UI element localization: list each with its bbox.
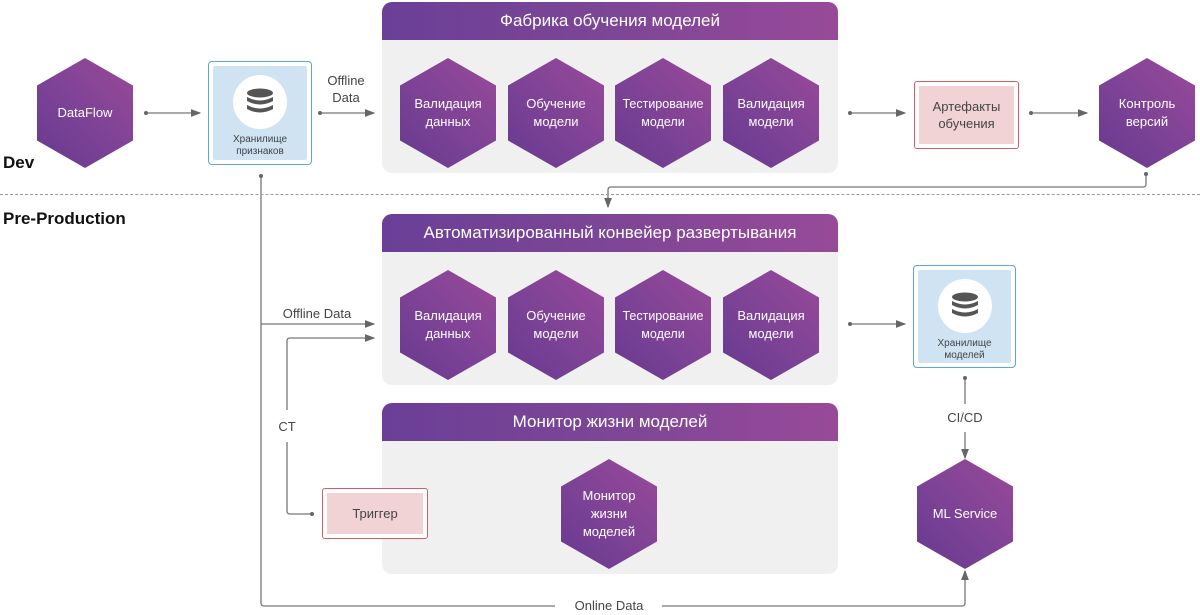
label-offline-data-top: Offline Data [327, 73, 365, 105]
label-offline-data-mid: Offline Data [282, 306, 352, 321]
label-cicd: CI/CD [947, 410, 983, 425]
node-trigger[interactable]: Триггер [322, 488, 428, 539]
node-feature-store-label: Хранилище признаков [233, 134, 287, 157]
stage-label-preprod: Pre-Production [3, 209, 126, 228]
node-model-store[interactable]: Хранилище моделей [913, 265, 1016, 368]
label-ct: CT [278, 419, 296, 434]
database-icon [233, 75, 287, 129]
node-ml-service-label: ML Service [932, 506, 998, 521]
node-trigger-label: Триггер [327, 493, 423, 534]
edge-ct-to-pipeline [286, 334, 376, 410]
edge-featurestore-online-data [260, 175, 555, 607]
panel-deploy-pipeline-title: Автоматизированный конвейер развертывани… [382, 214, 838, 252]
label-online-data: Online Data [574, 598, 644, 613]
edge-ct-to-trigger [286, 442, 312, 515]
stage-label-dev: Dev [3, 153, 35, 172]
node-dataflow-label: DataFlow [57, 105, 113, 120]
panel-life-monitor-title: Монитор жизни моделей [382, 403, 838, 441]
node-feature-store[interactable]: Хранилище признаков [208, 61, 312, 165]
edge-online-data-to-mlservice [662, 569, 969, 607]
database-icon [937, 279, 992, 333]
edge-version-to-pipeline [604, 173, 1147, 209]
stage-divider [0, 194, 1200, 195]
node-model-store-label: Хранилище моделей [937, 338, 992, 361]
panel-training-factory-title: Фабрика обучения моделей [382, 2, 838, 40]
